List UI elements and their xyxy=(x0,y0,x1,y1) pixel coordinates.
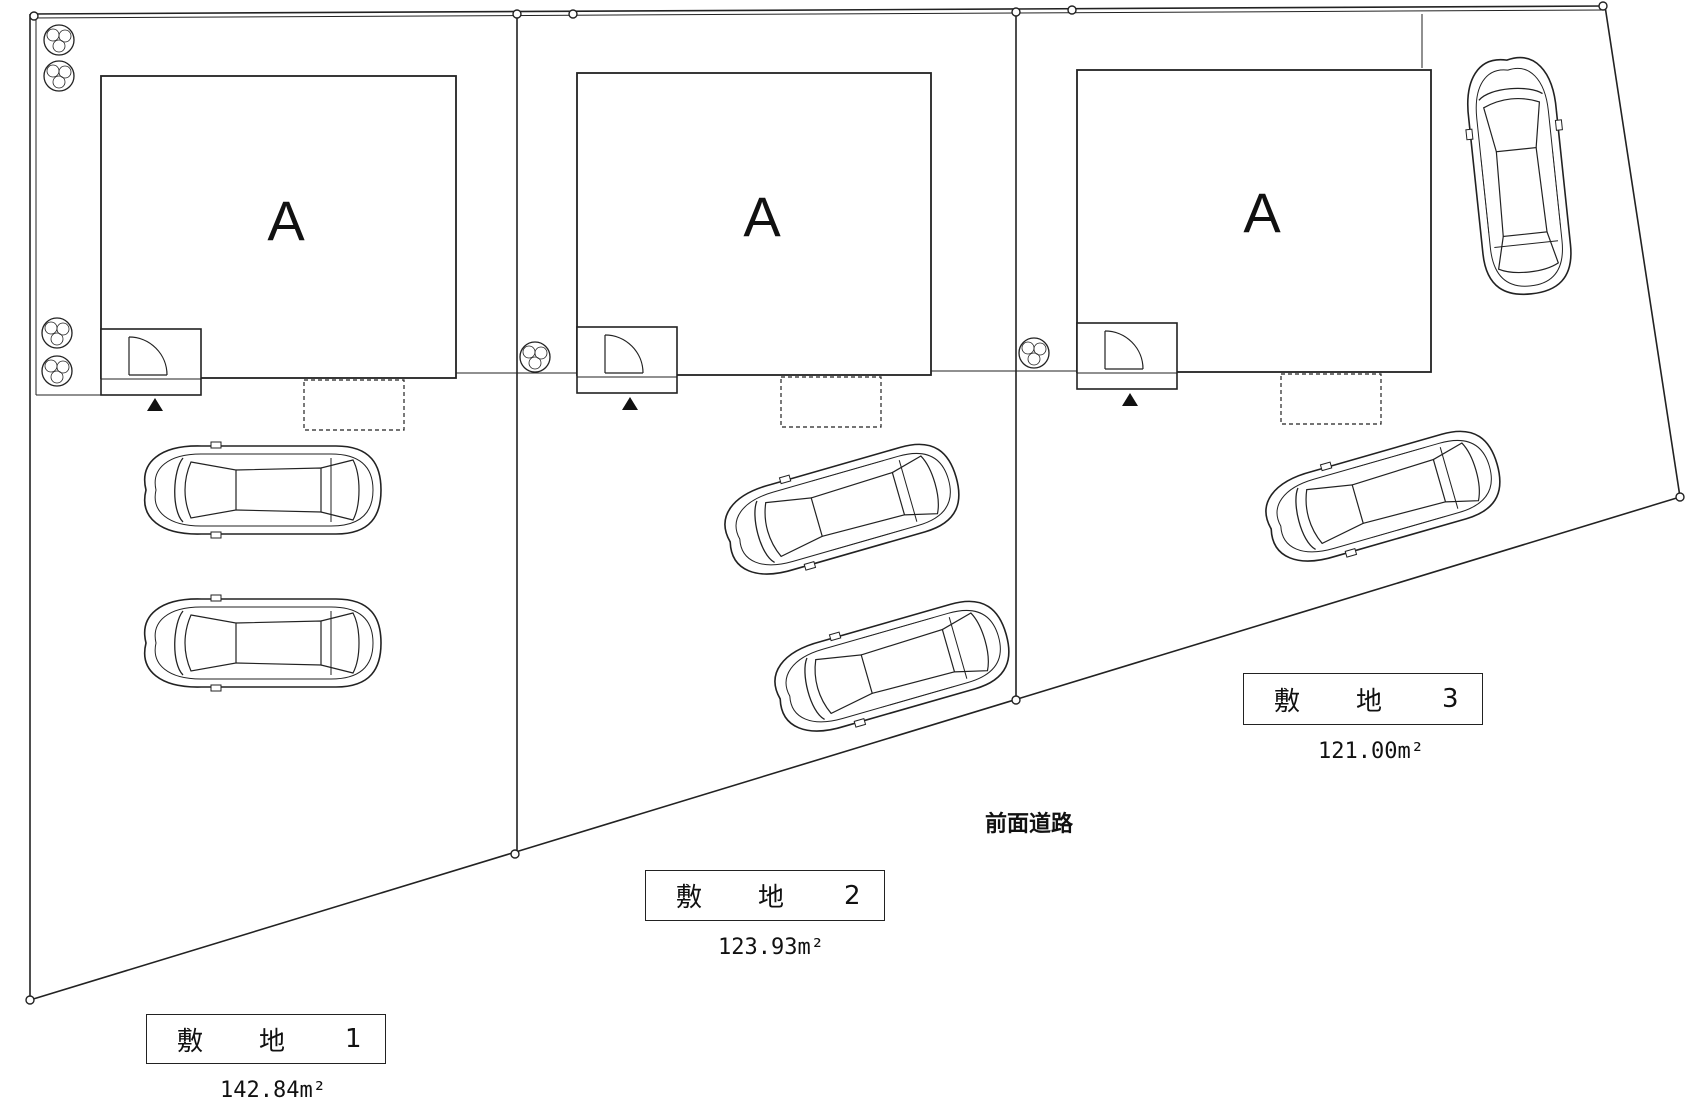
car-lot-2-b xyxy=(764,587,1021,747)
shrub-4 xyxy=(41,355,73,387)
lot-3-label-char1: 敷 xyxy=(1274,686,1301,717)
shrub-5 xyxy=(519,341,551,373)
entrance-lot-1 xyxy=(100,328,202,396)
top-boundary xyxy=(29,5,1606,15)
car-lot-2-a xyxy=(714,430,971,590)
front-road-label: 前面道路 xyxy=(985,812,1074,837)
car-lot-1-a xyxy=(143,441,382,539)
utility-box-2 xyxy=(780,376,882,428)
car-lot-1-b xyxy=(143,594,382,692)
lot-1-label: 敷 地 1 xyxy=(146,1014,386,1064)
lot-1-area: 142.84m² xyxy=(220,1078,326,1103)
lot-1-label-char2: 地 xyxy=(259,1026,286,1057)
lot-2-number: 2 xyxy=(844,880,861,911)
survey-markers xyxy=(25,1,1685,1005)
lot-3-area: 121.00m² xyxy=(1318,739,1424,764)
house-label-2: A xyxy=(743,185,781,248)
lot-2-label: 敷 地 2 xyxy=(645,870,885,921)
house-lot-1 xyxy=(100,75,457,379)
lot-3-label: 敷 地 3 xyxy=(1243,673,1483,725)
right-boundary xyxy=(1604,5,1681,498)
top-boundary-inner xyxy=(29,9,1606,19)
lot-1-number: 1 xyxy=(345,1024,362,1054)
front-road-line xyxy=(29,496,1681,1001)
shrub-3 xyxy=(41,317,73,349)
utility-box-1 xyxy=(303,379,405,431)
house-label-1: A xyxy=(267,189,305,252)
lot-2-label-char2: 地 xyxy=(758,883,785,913)
lot-2-label-char1: 敷 xyxy=(676,883,703,913)
entry-arrow-2 xyxy=(622,397,638,410)
car-lot-3 xyxy=(1255,417,1512,577)
entrance-lot-3 xyxy=(1076,322,1178,390)
entrance-lot-2 xyxy=(576,326,678,394)
entry-arrow-3 xyxy=(1122,393,1138,406)
car-corner xyxy=(1458,53,1580,300)
house-lot-2 xyxy=(576,72,932,376)
utility-box-3 xyxy=(1280,373,1382,425)
shrub-1 xyxy=(43,24,75,56)
lot-1-label-char1: 敷 xyxy=(177,1026,204,1057)
shrub-2 xyxy=(43,60,75,92)
lot-2-area: 123.93m² xyxy=(718,935,824,960)
lot-3-number: 3 xyxy=(1442,684,1459,714)
shrub-6 xyxy=(1018,337,1050,369)
lot-3-label-char2: 地 xyxy=(1356,686,1383,717)
house-label-3: A xyxy=(1243,181,1281,244)
entry-arrow-1 xyxy=(147,398,163,411)
house-lot-3 xyxy=(1076,69,1432,373)
